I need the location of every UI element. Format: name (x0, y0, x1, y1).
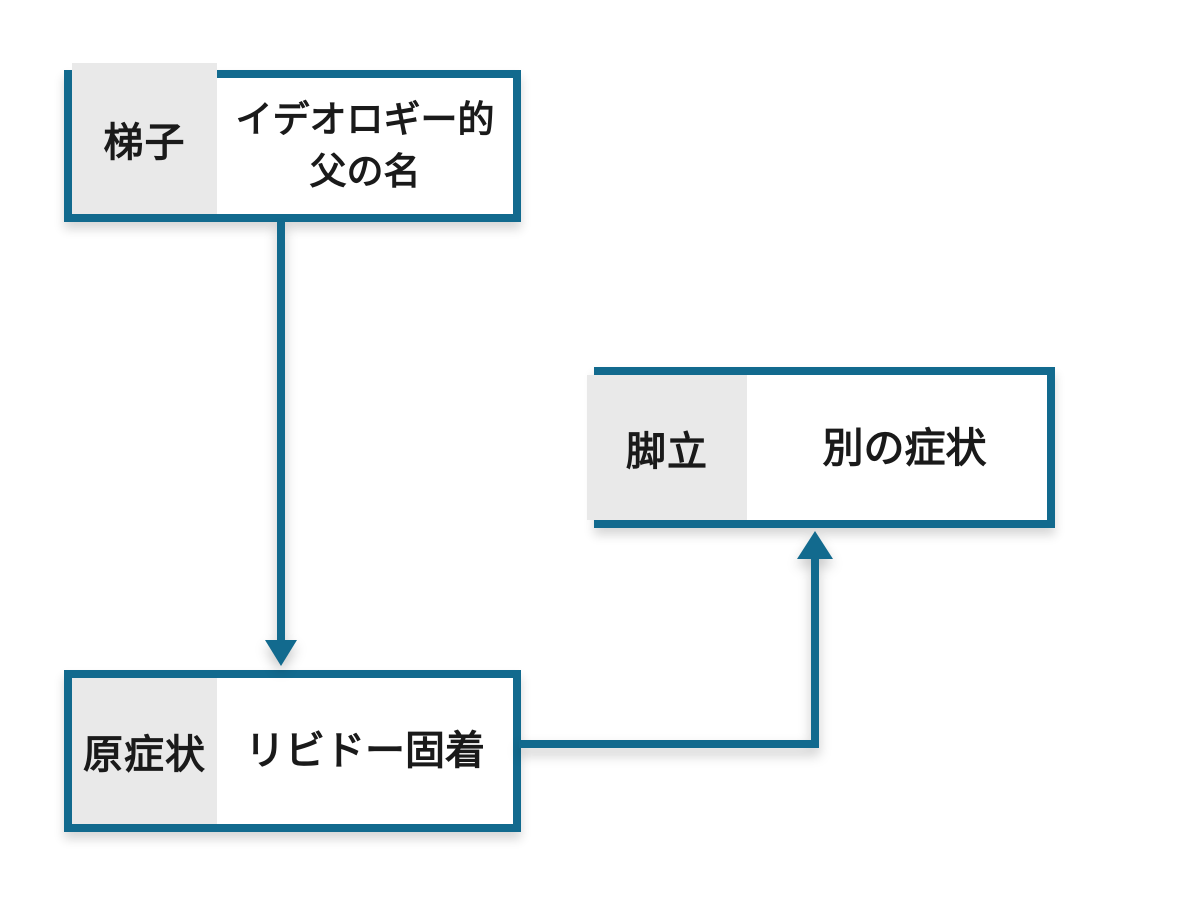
arrow-shaft-horizontal (519, 740, 819, 748)
node-label-text: 脚立 (626, 429, 708, 474)
content-line: 父の名 (309, 151, 421, 192)
connector-original-symptom-to-stepladder (519, 531, 833, 748)
node-original-symptom-content: リビドー固着 (217, 678, 513, 824)
node-stepladder-content: 別の症状 (762, 375, 1047, 520)
arrow-up-icon (797, 531, 833, 559)
arrow-down-icon (265, 640, 297, 666)
node-original-symptom: 原症状 リビドー固着 (64, 670, 521, 832)
node-label-text: 梯子 (103, 120, 186, 165)
node-label-text: 原症状 (83, 733, 206, 777)
node-stepladder: 脚立 別の症状 (587, 367, 1055, 528)
content-line: 別の症状 (822, 424, 987, 471)
content-line: リビドー固着 (245, 729, 485, 773)
connector-ladder-to-original-symptom (265, 222, 297, 666)
node-original-symptom-label: 原症状 (72, 678, 217, 824)
content-line: イデオロギー的 (235, 99, 495, 140)
arrow-shaft-vertical (811, 557, 819, 748)
node-stepladder-label: 脚立 (587, 375, 747, 520)
node-ladder: 梯子 イデオロギー的 父の名 (64, 63, 521, 222)
node-ladder-label: 梯子 (72, 63, 217, 214)
arrow-shaft (277, 222, 285, 640)
node-ladder-content: イデオロギー的 父の名 (217, 78, 513, 214)
